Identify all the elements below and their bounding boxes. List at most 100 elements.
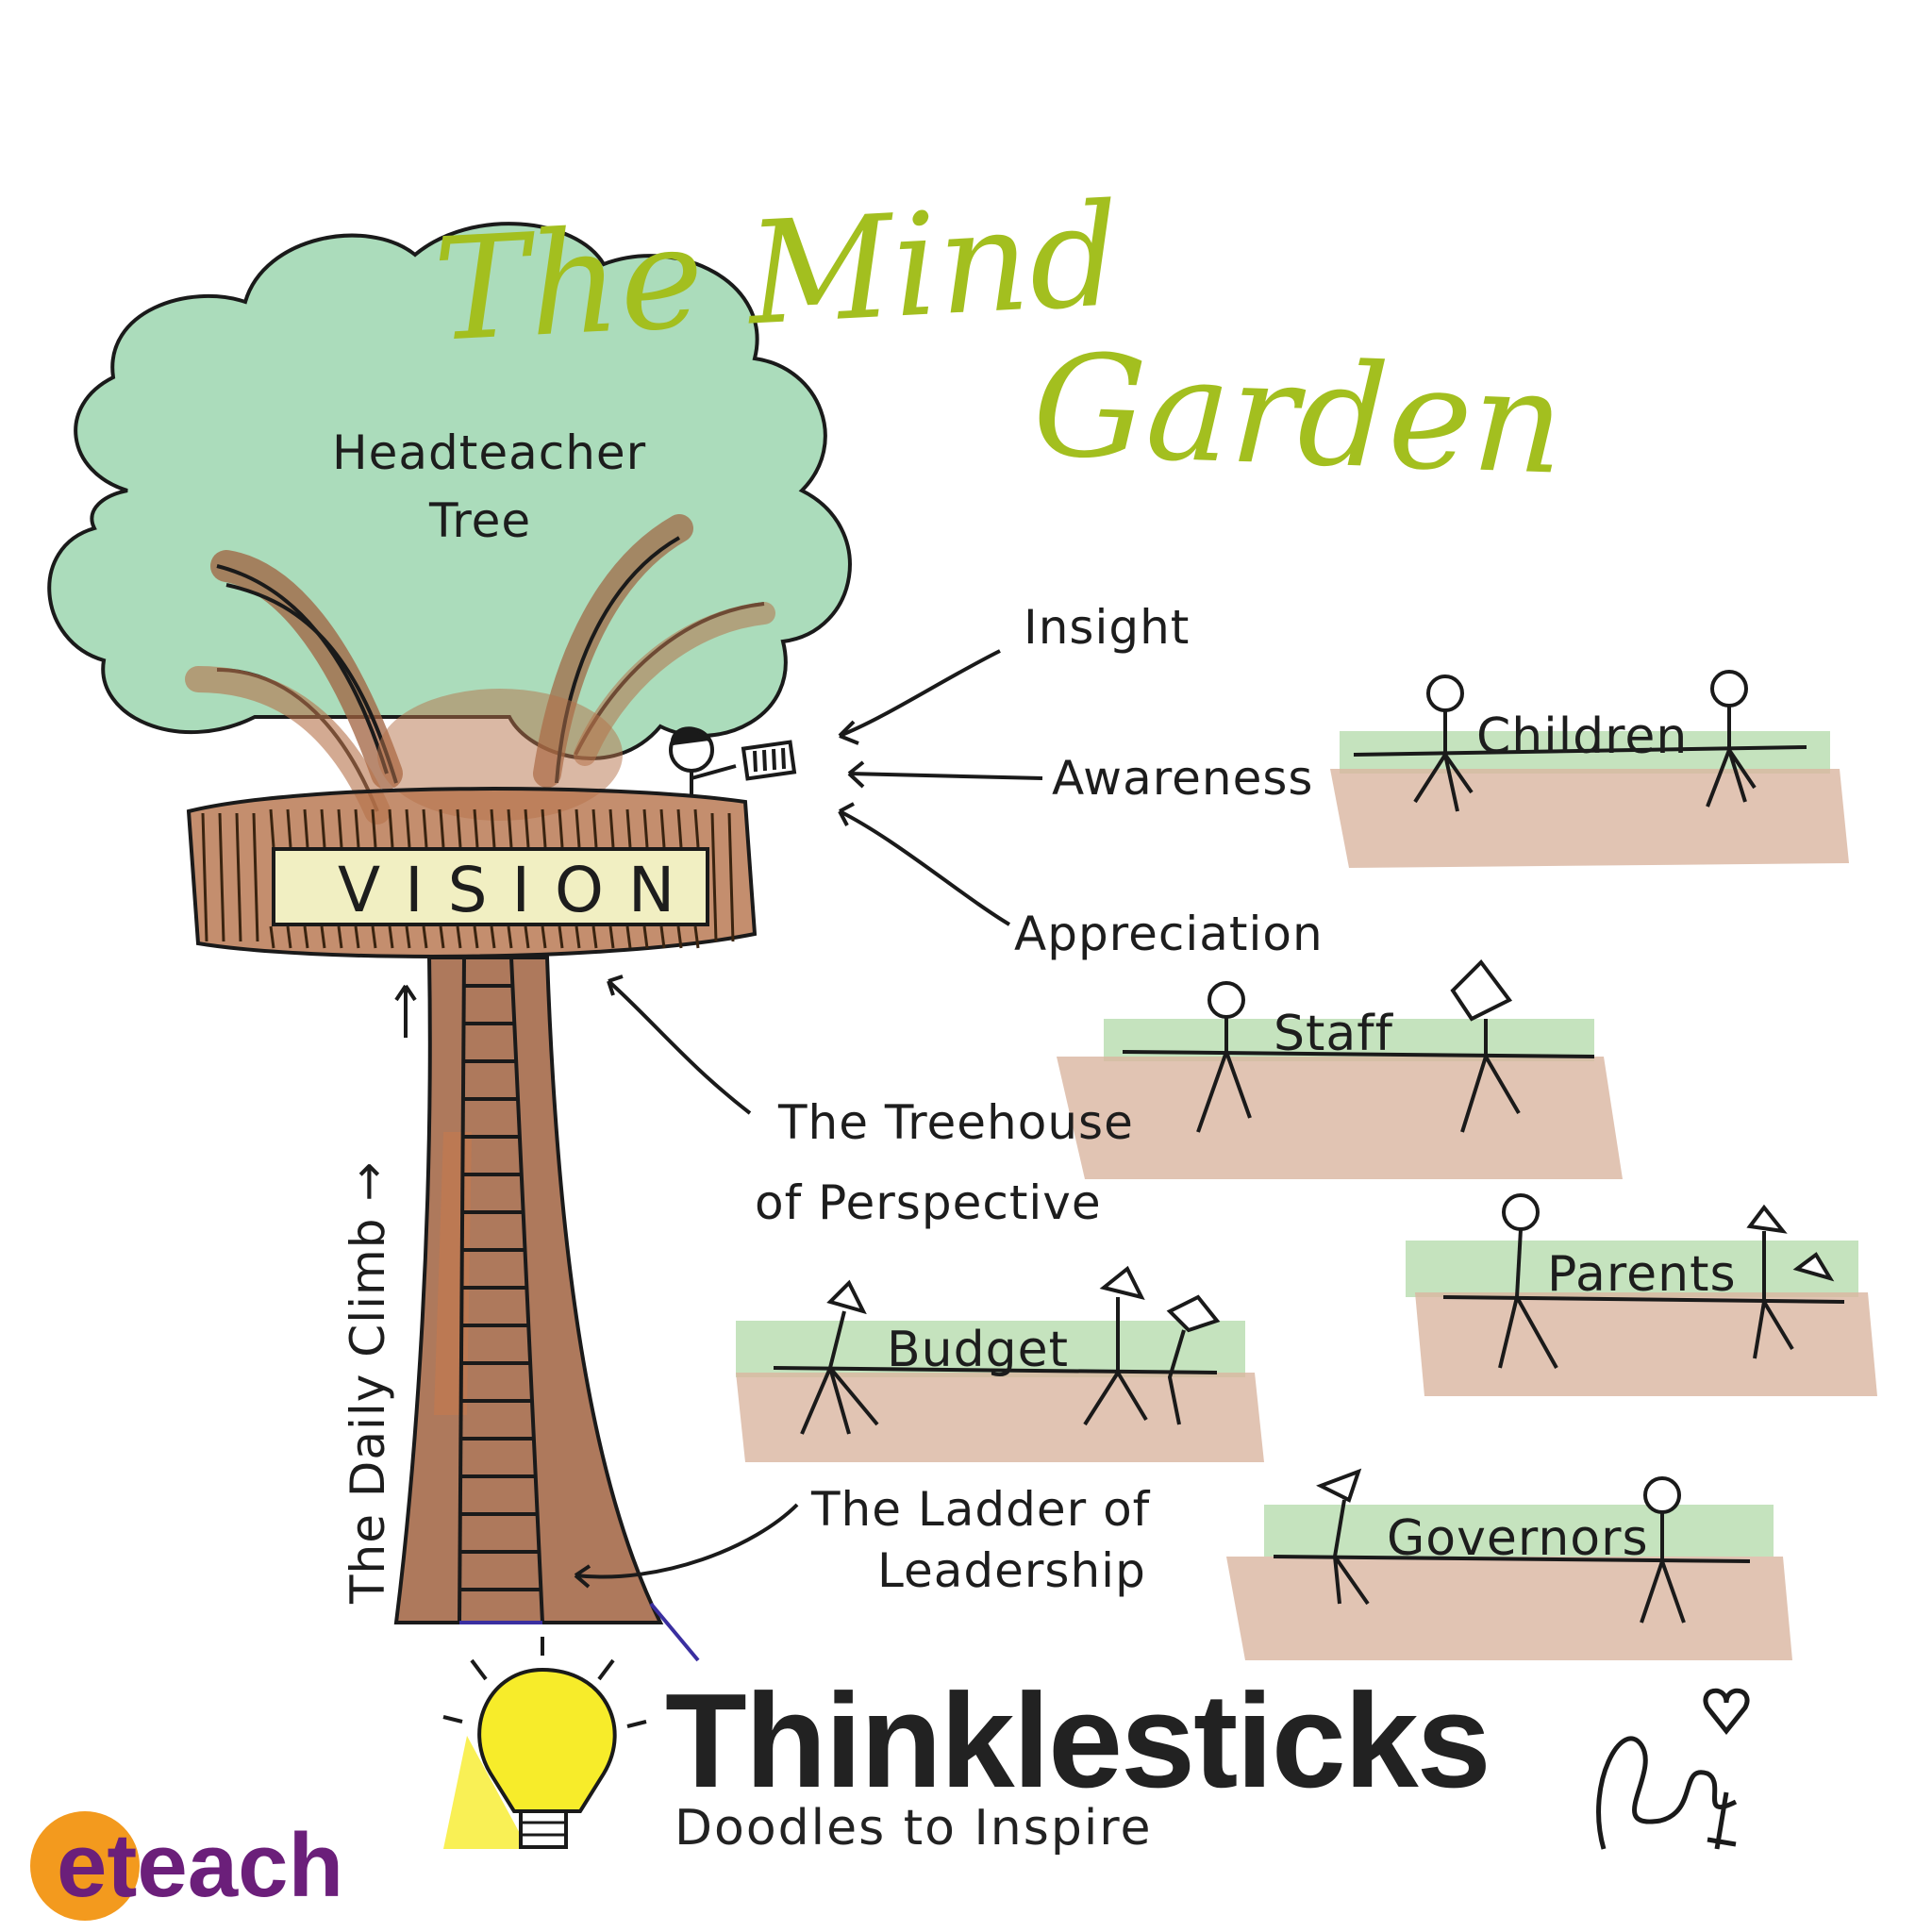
branch-left-2: [216, 564, 389, 774]
platform-slat: [303, 808, 309, 848]
strip-label-budget: Budget: [887, 1322, 1070, 1378]
platform-slat: [473, 925, 479, 949]
platform-slat: [490, 925, 496, 949]
platform-slat: [252, 812, 259, 942]
platform-slat: [591, 808, 598, 848]
platform-slat: [439, 925, 445, 949]
eteach-logo-e: e: [57, 1815, 108, 1916]
platform-slat: [286, 808, 292, 848]
platform-slat: [269, 808, 275, 848]
platform-slat: [507, 808, 513, 848]
lightbulb-icon: [442, 1637, 647, 1849]
platform-slat: [405, 808, 411, 848]
strip-label-parents: Parents: [1547, 1246, 1737, 1303]
platform-slat: [439, 808, 445, 848]
platform-slat: [371, 808, 377, 848]
platform-slat: [710, 812, 718, 942]
platform-slat: [388, 808, 394, 848]
platform-slat: [422, 925, 428, 949]
canopy-label-line-2: Tree: [429, 493, 532, 548]
platform-slat: [676, 925, 683, 949]
platform-slat: [354, 925, 360, 949]
platform-slat: [337, 808, 343, 848]
garden-strip-parents: [1406, 1193, 1877, 1396]
platform-slat: [303, 925, 309, 949]
eteach-logo: eteach: [30, 1821, 343, 1911]
platform-slat: [456, 925, 462, 949]
title-line-1: The Mind: [429, 174, 1124, 374]
platform-slat: [218, 812, 225, 942]
platform-slat: [320, 925, 326, 949]
arrow-ladder: [575, 1503, 799, 1579]
platform-slat: [337, 925, 343, 949]
platform-slat: [642, 925, 649, 949]
platform-slat: [575, 925, 581, 949]
platform-slat: [541, 808, 547, 848]
platform-slat: [490, 808, 496, 848]
vision-sign-board: [272, 847, 709, 926]
platform-slat: [659, 925, 666, 949]
trunk: [393, 956, 700, 1662]
platform-slat: [388, 925, 394, 949]
platform-slat: [591, 925, 598, 949]
platform-slat: [693, 925, 700, 949]
garden-strip-staff: [1057, 958, 1623, 1179]
canopy-cloud: [47, 222, 852, 760]
platform-slat: [524, 808, 530, 848]
label-appreciation: Appreciation: [1014, 907, 1324, 961]
platform-slat: [625, 925, 632, 949]
platform-slat: [320, 808, 326, 848]
garden-strip-governors: [1226, 1468, 1792, 1660]
platform-slat: [235, 812, 242, 942]
strip-label-children: Children: [1476, 708, 1689, 765]
platform-slat: [473, 808, 479, 848]
daily-climb-label: The Daily Climb →: [341, 1160, 395, 1604]
platform-slat: [456, 808, 462, 848]
treehouse-platform: [186, 787, 758, 958]
arrow-insight: [839, 649, 1001, 738]
label-ladder-line-1: The Ladder of: [811, 1482, 1151, 1537]
title-line-2: Garden: [1030, 324, 1567, 507]
platform-slat: [541, 925, 547, 949]
stick-figure-lookout: [669, 726, 797, 797]
label-treehouse-line-2: of Perspective: [755, 1175, 1102, 1230]
strip-label-staff: Staff: [1274, 1006, 1393, 1062]
arrow-treehouse: [607, 979, 752, 1115]
artist-signature: [1596, 1688, 1750, 1850]
trunk-root-right: [649, 1602, 700, 1662]
strip-label-governors: Governors: [1387, 1510, 1649, 1567]
thinklesticks-logo-text: Thinklesticks: [665, 1666, 1491, 1816]
eteach-logo-rest: teach: [107, 1815, 344, 1916]
platform-slat: [524, 925, 530, 949]
thinklesticks-tagline: Doodles to Inspire: [675, 1800, 1153, 1857]
platform-slat: [642, 808, 649, 848]
arrow-appreciation: [839, 809, 1011, 926]
platform-slat: [354, 808, 360, 848]
platform-slats: [201, 808, 735, 949]
vision-sign-label: VISION: [338, 854, 700, 926]
platform-slat: [575, 808, 581, 848]
platform-slat: [558, 925, 564, 949]
platform-slat: [558, 808, 564, 848]
label-awareness: Awareness: [1052, 751, 1314, 806]
platform-slat: [201, 812, 208, 942]
platform-slat: [608, 808, 615, 848]
label-ladder-line-2: Leadership: [877, 1543, 1146, 1598]
platform-slat: [659, 808, 666, 848]
platform-slat: [693, 808, 700, 848]
platform-slat: [286, 925, 292, 949]
platform-slat: [371, 925, 377, 949]
platform-slat: [608, 925, 615, 949]
platform-slat: [676, 808, 683, 848]
label-treehouse-line-1: The Treehouse: [778, 1095, 1134, 1150]
garden-strip-children: [1330, 670, 1849, 868]
arrow-awareness: [848, 772, 1043, 780]
platform-slat: [269, 925, 275, 949]
platform-slat: [405, 925, 411, 949]
ladder-rungs: [459, 984, 541, 1591]
platform-slat: [422, 808, 428, 848]
platform-slat: [507, 925, 513, 949]
label-insight: Insight: [1024, 600, 1191, 655]
